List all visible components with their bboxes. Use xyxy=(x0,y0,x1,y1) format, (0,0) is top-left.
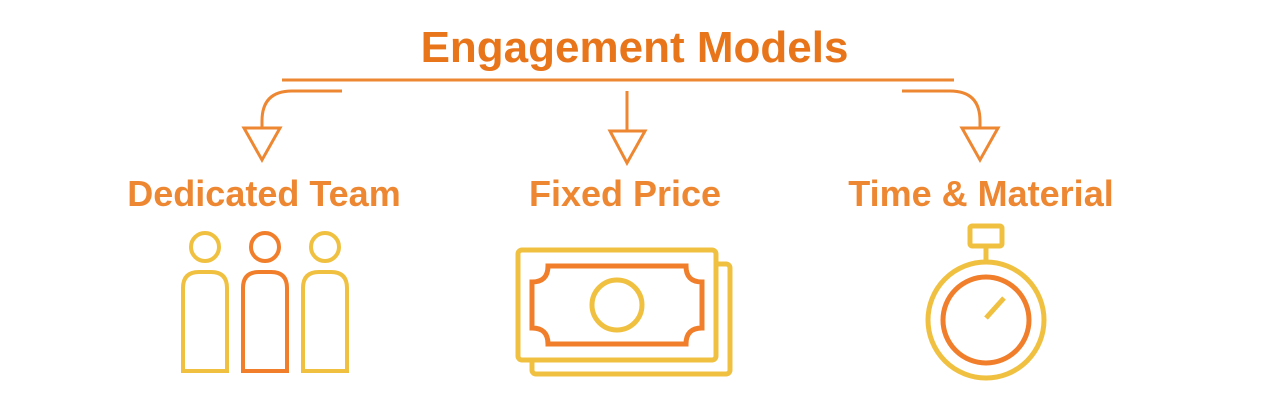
person-center xyxy=(241,231,289,373)
middle-arrowhead xyxy=(607,129,648,167)
stopwatch-hand xyxy=(984,296,1006,320)
money-icon xyxy=(515,247,733,377)
stopwatch-outer-ring xyxy=(925,259,1047,381)
person-right xyxy=(301,231,349,373)
connector-group xyxy=(241,78,1001,167)
bill-front xyxy=(515,247,719,363)
model-label-dedicated-team: Dedicated Team xyxy=(127,173,401,214)
bill-coin xyxy=(589,277,645,333)
left-branch-line xyxy=(260,89,342,128)
right-branch-line xyxy=(902,89,982,128)
stopwatch-crown xyxy=(967,223,1005,249)
stopwatch-dial xyxy=(940,274,1032,366)
model-label-time-material: Time & Material xyxy=(848,173,1114,214)
stopwatch-icon xyxy=(925,223,1047,381)
person-left xyxy=(181,231,229,373)
right-arrowhead xyxy=(959,126,1001,164)
diagram-title: Engagement Models xyxy=(420,23,849,72)
model-label-fixed-price: Fixed Price xyxy=(528,173,722,214)
bill-inner-border xyxy=(529,263,705,347)
team-icon xyxy=(181,231,349,373)
left-arrowhead xyxy=(241,126,283,164)
